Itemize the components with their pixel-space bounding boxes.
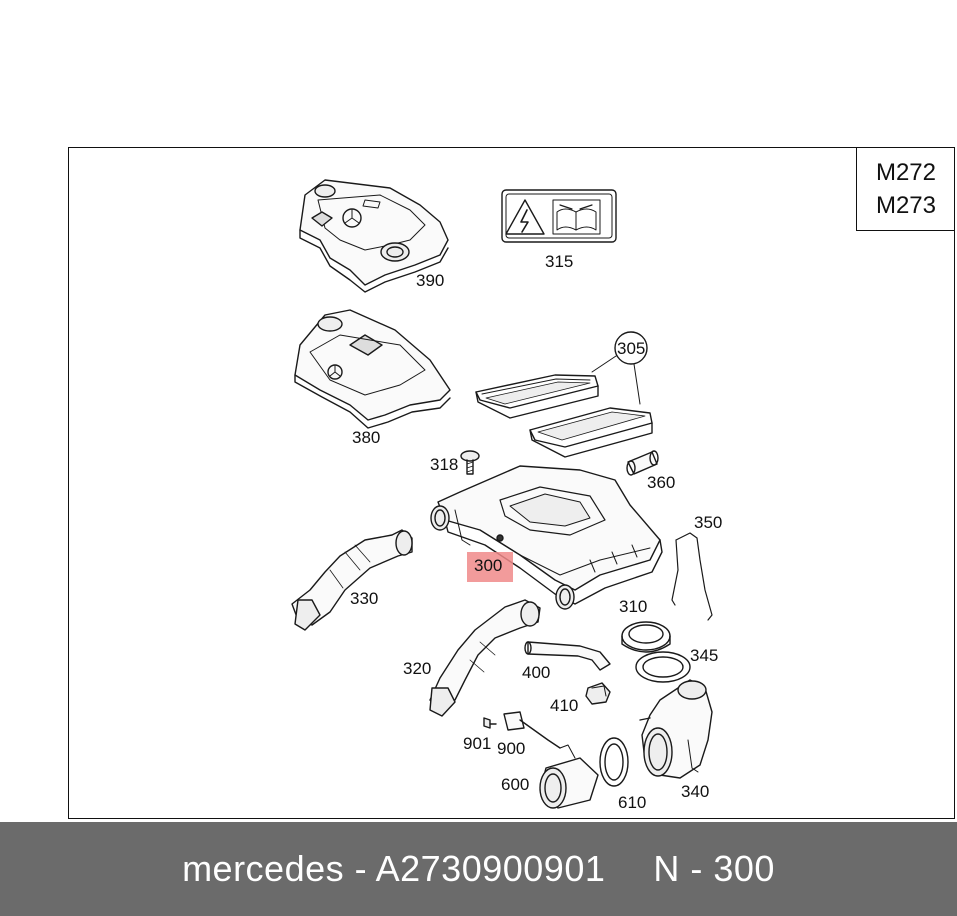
callout-345: 345 xyxy=(690,646,719,665)
callout-305: 305 xyxy=(617,339,646,358)
callout-380: 380 xyxy=(352,428,381,447)
callout-400: 400 xyxy=(522,663,551,682)
callout-340: 340 xyxy=(681,782,710,801)
part-380-engine-cover xyxy=(294,309,451,429)
callout-900: 900 xyxy=(497,739,526,758)
callout-901: 901 xyxy=(463,734,492,753)
callout-330: 330 xyxy=(350,589,379,608)
model-label-1: M272 xyxy=(875,158,937,186)
callout-318: 318 xyxy=(430,455,459,474)
part-900-connector xyxy=(503,711,561,749)
part-390-engine-cover xyxy=(299,179,449,293)
callout-350: 350 xyxy=(694,513,723,532)
part-330-intake-duct xyxy=(291,529,413,631)
footer-position: N - 300 xyxy=(653,848,775,889)
callout-360: 360 xyxy=(647,473,676,492)
part-610-ring xyxy=(599,737,629,787)
part-300-air-filter-housing xyxy=(430,465,663,610)
footer-part-number: mercedes - A2730900901 xyxy=(182,848,606,889)
part-315-warning-label xyxy=(501,189,617,243)
callout-610: 610 xyxy=(618,793,647,812)
part-305-air-filters xyxy=(475,331,653,458)
callout-410: 410 xyxy=(550,696,579,715)
part-360-sleeve xyxy=(626,450,659,476)
footer-bar: mercedes - A2730900901 N - 300 xyxy=(0,822,957,916)
part-350-gasket xyxy=(671,532,713,621)
callout-315: 315 xyxy=(545,252,574,271)
highlight-300 xyxy=(467,552,513,582)
part-410-clamp xyxy=(585,682,611,705)
part-600-air-mass-sensor xyxy=(539,744,599,809)
callout-320: 320 xyxy=(403,659,432,678)
part-345-ring xyxy=(635,651,691,683)
callout-390: 390 xyxy=(416,271,445,290)
callout-600: 600 xyxy=(501,775,530,794)
model-label-2: M273 xyxy=(875,191,937,219)
model-box: M272 M273 xyxy=(856,147,955,231)
part-400-hose xyxy=(524,641,611,671)
part-901-plug xyxy=(483,717,497,729)
part-340-elbow xyxy=(639,679,713,779)
callout-300: 300 xyxy=(474,556,503,575)
part-320-intake-duct xyxy=(429,599,541,717)
callout-310: 310 xyxy=(619,597,648,616)
part-310-seal xyxy=(621,621,671,653)
part-318-screw xyxy=(460,450,480,475)
